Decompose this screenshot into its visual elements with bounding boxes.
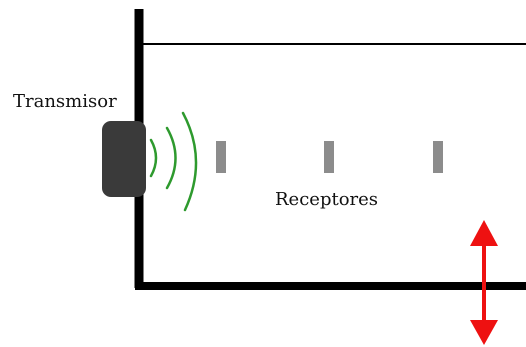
receivers-label: Receptores: [275, 189, 378, 210]
transmitter-label: Transmisor: [13, 91, 117, 112]
arrow-head-down: [470, 320, 498, 345]
signal-wave-1: [149, 138, 158, 178]
receiver-2: [324, 141, 334, 173]
receivers: [216, 141, 443, 173]
transmitter-body: [102, 121, 146, 197]
signal-wave-3: [181, 111, 198, 212]
signal-wave-2: [165, 126, 177, 190]
receiver-3: [433, 141, 443, 173]
arrow-head-up: [470, 220, 498, 246]
receiver-1: [216, 141, 226, 173]
double-headed-vertical-arrow-icon: [470, 220, 498, 345]
signal-waves-icon: [149, 111, 198, 212]
